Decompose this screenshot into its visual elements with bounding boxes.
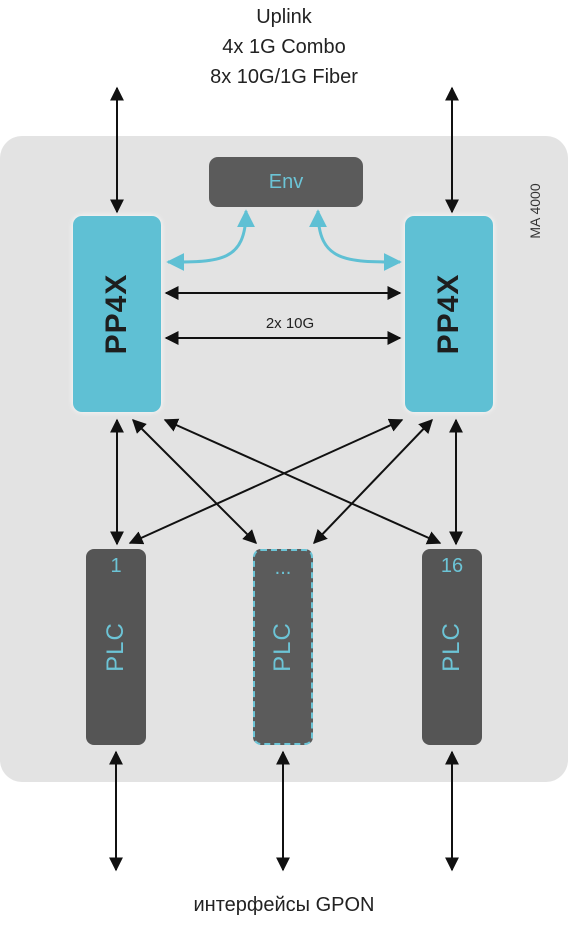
uplink-title: Uplink bbox=[256, 6, 312, 28]
link-left-to-plc16 bbox=[163, 418, 442, 545]
plc-card-16: 16 PLC bbox=[422, 549, 482, 745]
uplink-fiber-label: 8x 10G/1G Fiber bbox=[210, 66, 358, 88]
plc-card-number: 16 bbox=[440, 555, 464, 577]
link-right-to-plcmid bbox=[313, 418, 433, 545]
env-block: Env bbox=[209, 157, 363, 207]
env-label: Env bbox=[268, 170, 304, 193]
pp4x-left-block: PP4X bbox=[73, 216, 161, 412]
env-link-left bbox=[166, 209, 255, 271]
gpon-interfaces-label: интерфейсы GPON bbox=[193, 894, 375, 916]
plc-card-middle: ... PLC bbox=[253, 549, 313, 745]
plc-card-number: ... bbox=[274, 557, 292, 579]
plc-card-1: 1 PLC bbox=[86, 549, 146, 745]
env-link-right bbox=[309, 209, 402, 271]
uplink-combo-label: 4x 1G Combo bbox=[222, 36, 346, 58]
link-left-to-plcmid bbox=[132, 419, 257, 544]
link-right-to-plc1 bbox=[128, 418, 404, 545]
plc-card-number: 1 bbox=[110, 555, 122, 577]
interconnect-label: 2x 10G bbox=[265, 315, 315, 332]
pp4x-right-block: PP4X bbox=[405, 216, 493, 412]
